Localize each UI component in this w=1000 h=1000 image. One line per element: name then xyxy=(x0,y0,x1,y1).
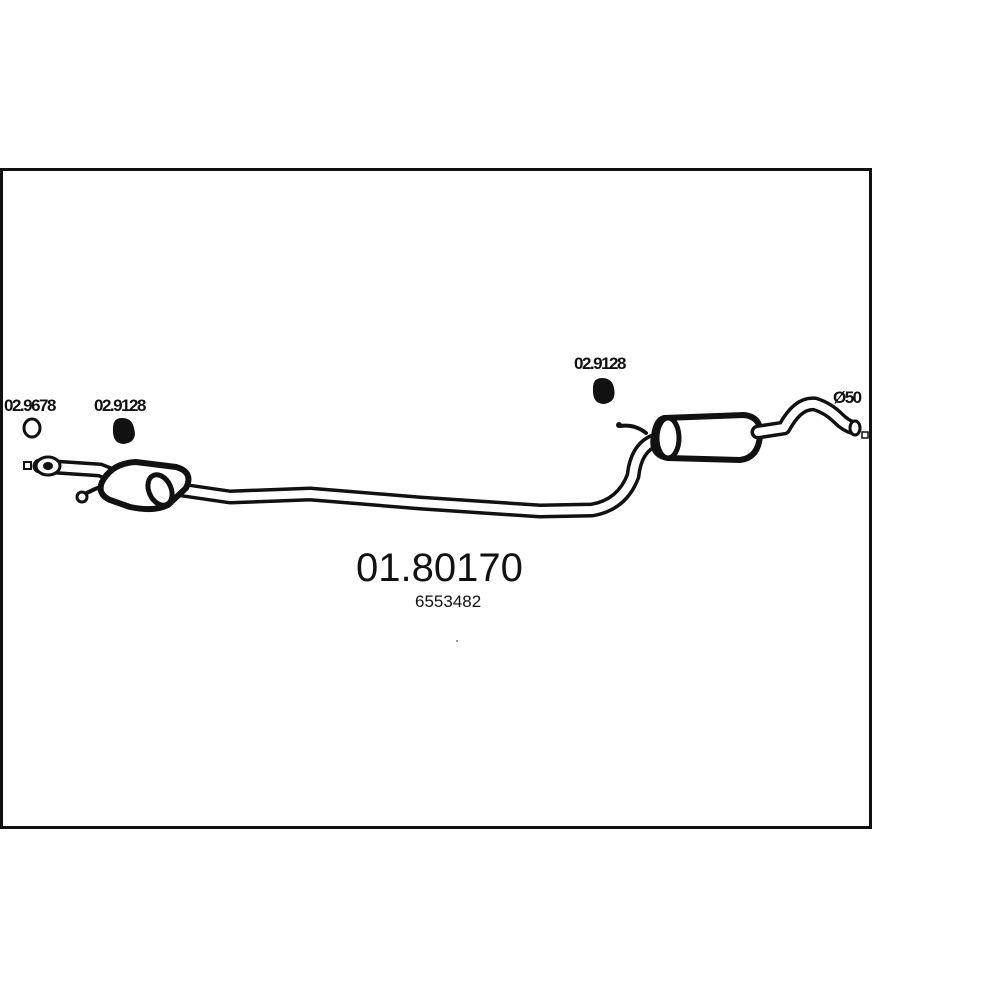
oem-number: 6553482 xyxy=(415,592,481,611)
exhaust-pipe xyxy=(32,428,680,519)
front-hanger-label: 02.9128 xyxy=(94,396,146,415)
pipe-diameter-label: Ø50 xyxy=(833,388,862,407)
ring-gasket-label: 02.9678 xyxy=(4,396,56,415)
component-rear-hanger: 02.9128 xyxy=(574,354,627,404)
front-flange xyxy=(23,455,62,477)
rear-hanger-label: 02.9128 xyxy=(574,354,626,373)
tail-pipe xyxy=(750,396,862,440)
part-number: 01.80170 xyxy=(356,546,523,590)
component-ring-gasket: 02.9678 xyxy=(4,396,57,439)
stray-dot xyxy=(456,640,458,642)
pipe-inner xyxy=(36,432,676,515)
rear-muffler xyxy=(616,411,764,464)
front-resonator xyxy=(97,458,192,513)
rubber-hanger-icon xyxy=(112,418,135,444)
ring-gasket-icon xyxy=(22,417,42,439)
component-pipe-diameter: Ø50 xyxy=(833,388,863,407)
tail-pipe-marker xyxy=(861,431,869,439)
rubber-hanger-icon xyxy=(592,378,615,404)
component-front-hanger: 02.9128 xyxy=(94,396,147,444)
tail-pipe-end xyxy=(848,419,862,437)
